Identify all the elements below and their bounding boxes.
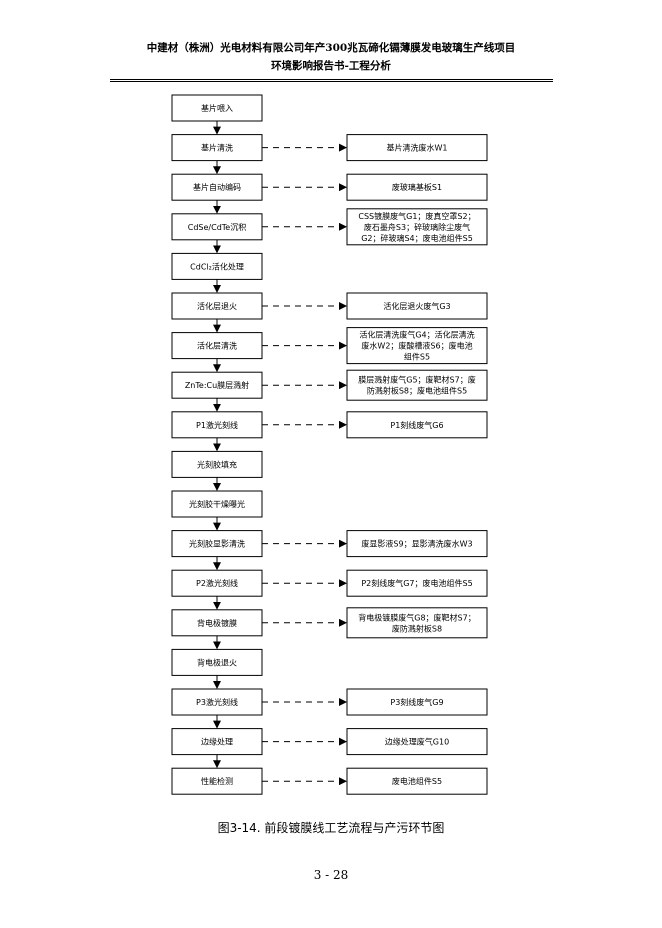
process-step-label: 光刻胶干燥曝光	[189, 499, 245, 509]
process-step-label: 基片清洗	[201, 143, 233, 153]
process-step-label: P1激光刻线	[196, 420, 238, 430]
process-step: P2激光刻线	[171, 569, 263, 597]
pollution-output-text: 防溅射板S8；废电池组件S5	[367, 386, 467, 396]
process-step: 光刻胶填充	[171, 450, 263, 478]
process-step-label: ZnTe:Cu膜层溅射	[185, 380, 249, 390]
pollution-output: 边缘处理废气G10	[346, 728, 488, 756]
process-step-label: 性能检测	[201, 776, 233, 786]
process-step-label: 基片自动编码	[193, 182, 241, 192]
pollution-output-text: 基片清洗废水W1	[387, 143, 448, 153]
process-step-label: CdCl₂活化处理	[190, 261, 244, 271]
process-step: 背电极镀膜	[171, 609, 263, 637]
pollution-output-text: 组件S5	[404, 352, 430, 362]
process-step: CdCl₂活化处理	[171, 252, 263, 280]
pollution-output: 废显影液S9；显影清洗废水W3	[346, 530, 488, 558]
process-step: 性能检测	[171, 767, 263, 795]
pollution-output: 活化层退火废气G3	[346, 292, 488, 320]
figure-caption: 图3-14. 前段镀膜线工艺流程与产污环节图	[217, 821, 445, 835]
pollution-output: CSS镀膜废气G1；废真空罩S2；废石墨舟S3；碎玻璃除尘废气G2；碎玻璃S4；…	[346, 208, 488, 246]
pollution-output: 废玻璃基板S1	[346, 173, 488, 201]
process-step: 活化层退火	[171, 292, 263, 320]
header-rule-double	[110, 81, 553, 82]
pollution-output-text: 边缘处理废气G10	[385, 737, 449, 747]
process-step-label: 活化层退火	[197, 301, 237, 311]
process-step-label: 光刻胶显影清洗	[189, 539, 245, 549]
process-step: 光刻胶干燥曝光	[171, 490, 263, 518]
pollution-output-text: 废玻璃基板S1	[392, 182, 442, 192]
pollution-output: 废电池组件S5	[346, 767, 488, 795]
process-step-label: 边缘处理	[201, 737, 233, 747]
page-number: 3 - 28	[313, 868, 349, 882]
process-step-label: 背电极退火	[197, 657, 237, 667]
pollution-output-text: 废电池组件S5	[392, 776, 442, 786]
pollution-output-text: 活化层退火废气G3	[383, 301, 450, 311]
pollution-output-text: 膜层溅射废气G5；废靶材S7；废	[358, 375, 475, 385]
pollution-output: P3刻线废气G9	[346, 688, 488, 716]
process-step: CdSe/CdTe沉积	[171, 213, 263, 241]
document-header-subtitle: 环境影响报告书-工程分析	[271, 60, 391, 72]
process-step-label: 基片喂入	[201, 103, 233, 113]
pollution-output: 膜层溅射废气G5；废靶材S7；废防溅射板S8；废电池组件S5	[346, 369, 488, 401]
pollution-output: 基片清洗废水W1	[346, 134, 488, 162]
process-step-label: 光刻胶填充	[197, 459, 237, 469]
process-step: 边缘处理	[171, 728, 263, 756]
pollution-output-text: 活化层清洗废气G4；活化层清洗	[359, 330, 474, 340]
pollution-output-text: P1刻线废气G6	[390, 420, 443, 430]
process-step: P1激光刻线	[171, 411, 263, 439]
pollution-output-text: CSS镀膜废气G1；废真空罩S2；	[358, 211, 475, 221]
pollution-output-text: G2；碎玻璃S4；废电池组件S5	[361, 233, 473, 243]
process-step-label: CdSe/CdTe沉积	[188, 222, 246, 232]
process-step: 基片清洗	[171, 134, 263, 162]
process-step: ZnTe:Cu膜层溅射	[171, 371, 263, 399]
process-step: 基片自动编码	[171, 173, 263, 201]
process-step-label: 背电极镀膜	[197, 618, 237, 628]
process-step: P3激光刻线	[171, 688, 263, 716]
pollution-output-text: 废石墨舟S3；碎玻璃除尘废气	[364, 222, 470, 232]
process-step: 活化层清洗	[171, 332, 263, 360]
document-header-title: 中建材（株洲）光电材料有限公司年产300兆瓦碲化镉薄膜发电玻璃生产线项目	[146, 42, 516, 54]
process-step: 背电极退火	[171, 648, 263, 676]
process-step-label: 活化层清洗	[197, 341, 237, 351]
pollution-output-text: P3刻线废气G9	[390, 697, 443, 707]
pollution-output-text: 废显影液S9；显影清洗废水W3	[361, 539, 472, 549]
process-step-label: P2激光刻线	[196, 578, 238, 588]
pollution-output-text: 废水W2；废酸槽液S6；废电池	[361, 341, 472, 351]
pollution-output-text: 背电极镀膜废气G8；废靶材S7；	[358, 612, 475, 622]
pollution-output: 背电极镀膜废气G8；废靶材S7；废防溅射板S8	[346, 607, 488, 639]
pollution-output: P1刻线废气G6	[346, 411, 488, 439]
process-step-label: P3激光刻线	[196, 697, 238, 707]
header-rule	[110, 79, 553, 80]
pollution-output-text: 废防溅射板S8	[392, 623, 442, 633]
pollution-output: P2刻线废气G7；废电池组件S5	[346, 569, 488, 597]
process-step: 光刻胶显影清洗	[171, 530, 263, 558]
pollution-output-text: P2刻线废气G7；废电池组件S5	[361, 578, 472, 588]
process-step: 基片喂入	[171, 94, 263, 122]
